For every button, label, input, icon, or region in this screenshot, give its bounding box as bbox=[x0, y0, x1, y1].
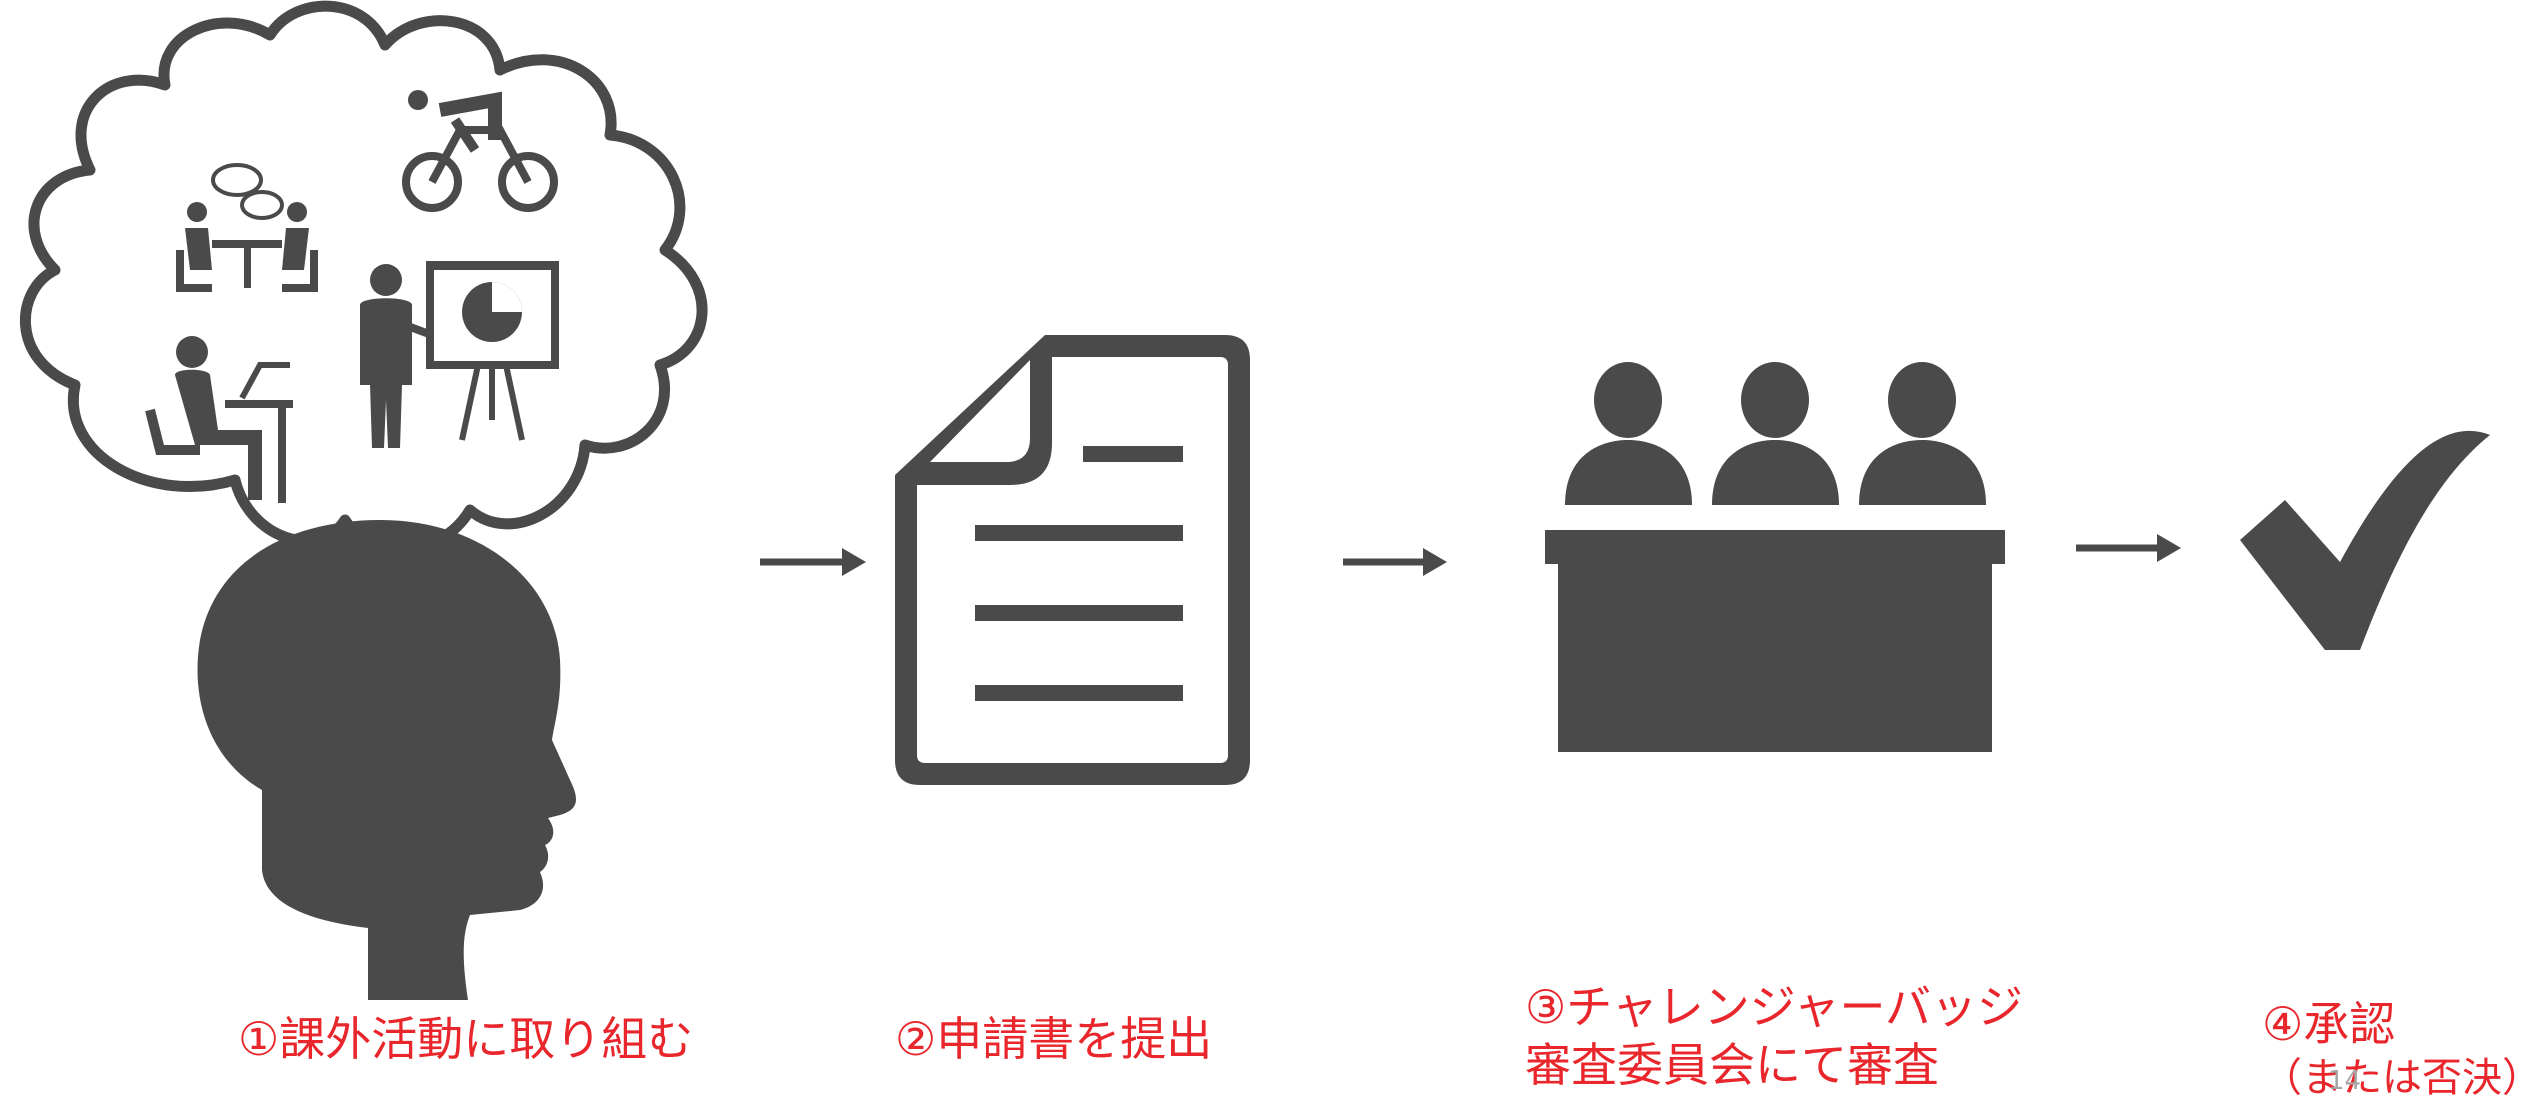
committee-icon bbox=[1545, 362, 2005, 752]
arrow-right-icon bbox=[1343, 548, 1447, 576]
step4-label: ④承認 （または否決） bbox=[2262, 995, 2521, 1103]
step2-label: ②申請書を提出 bbox=[895, 1010, 1212, 1068]
thought-cloud-icon bbox=[20, 0, 708, 555]
document-icon bbox=[895, 335, 1250, 785]
checkmark-icon bbox=[2240, 430, 2490, 650]
step3-label-line1: ③チャレンジャーバッジ bbox=[1525, 980, 2024, 1034]
presentation-icon bbox=[360, 261, 559, 448]
arrow-right-icon bbox=[760, 548, 866, 576]
step3-label-line2: 審査委員会にて審査 bbox=[1525, 1038, 1939, 1092]
arrow-right-icon bbox=[2076, 534, 2181, 562]
head-icon bbox=[197, 520, 576, 1000]
step3-label: ③チャレンジャーバッジ 審査委員会にて審査 bbox=[1525, 978, 2023, 1094]
step2-label-text: ②申請書を提出 bbox=[895, 1012, 1213, 1066]
step4-sublabel: （または否決） bbox=[2262, 1055, 2521, 1101]
step1-label-text: ①課外活動に取り組む bbox=[238, 1012, 694, 1066]
meeting-icon bbox=[176, 163, 318, 292]
step1-label: ①課外活動に取り組む bbox=[238, 1010, 693, 1068]
step4-label-text: ④承認 bbox=[2262, 997, 2396, 1051]
bicycle-icon bbox=[402, 90, 558, 212]
page-number: 14 bbox=[2328, 1066, 2362, 1096]
computer-desk-icon bbox=[145, 336, 293, 503]
